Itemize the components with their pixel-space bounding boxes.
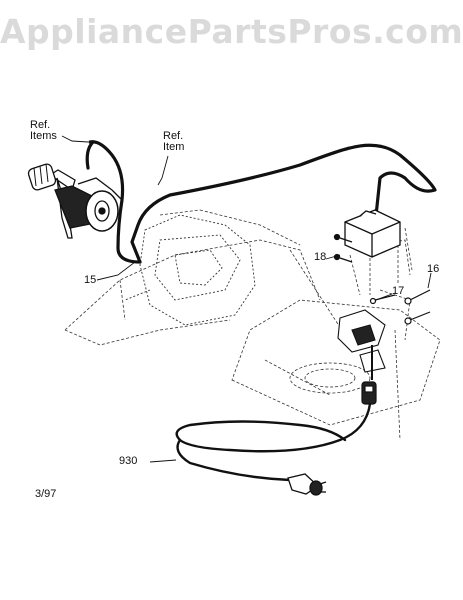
site-watermark: AppliancePartsPros.com <box>0 12 463 51</box>
wire-harness <box>85 140 437 264</box>
ref-items-line1: Ref. <box>30 119 51 131</box>
cord-connector <box>361 381 377 405</box>
ref-item-line1: Ref. <box>163 130 184 142</box>
transformer <box>333 209 401 263</box>
part-18-label: 18 <box>314 251 327 263</box>
screw-16 <box>404 289 431 325</box>
part-17-label: 17 <box>392 285 405 297</box>
part-930-label: 930 <box>119 455 138 467</box>
switch-bracket <box>337 309 386 380</box>
date-code: 3/97 <box>35 488 57 500</box>
ref-item-line2: Item <box>163 141 185 153</box>
power-cord-930 <box>175 402 372 482</box>
leader-lines <box>61 135 432 463</box>
transformer-mounting-lines <box>369 227 413 295</box>
ref-items-label: Ref. Items <box>30 120 57 142</box>
valve-assembly <box>27 163 123 239</box>
part-15-label: 15 <box>84 274 97 286</box>
ref-items-line2: Items <box>30 130 57 142</box>
burner-assembly <box>124 214 256 326</box>
ref-item-label: Ref. Item <box>163 131 184 153</box>
part-16-label: 16 <box>427 263 440 275</box>
plug <box>287 473 327 496</box>
